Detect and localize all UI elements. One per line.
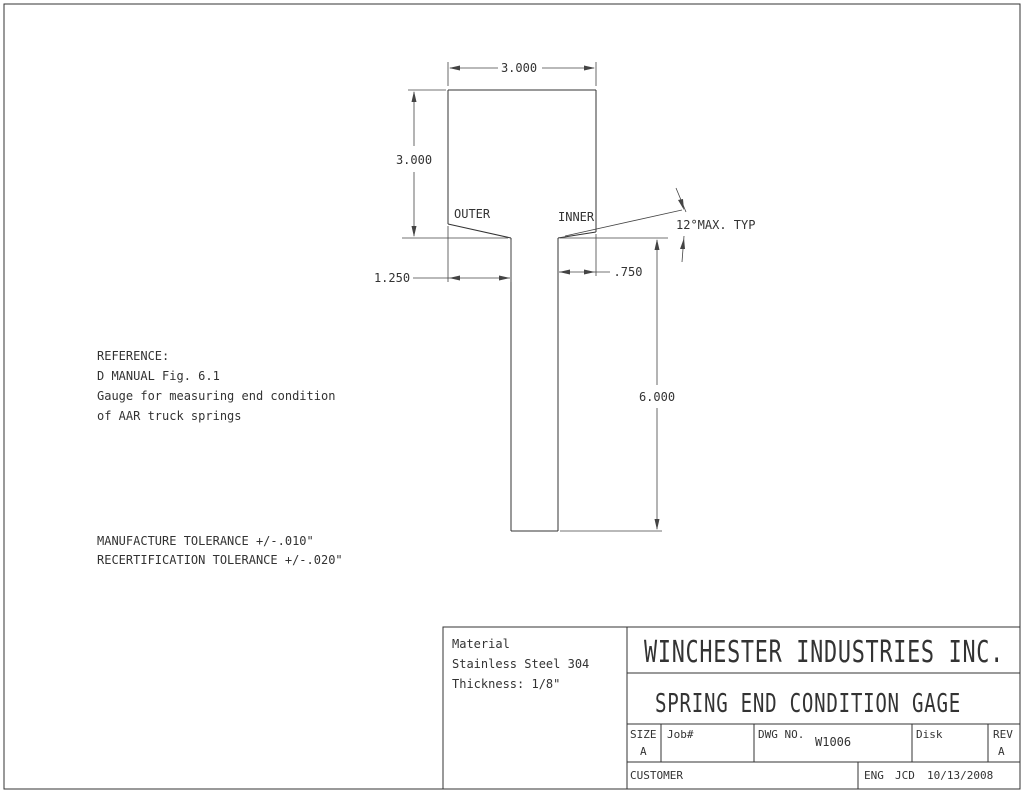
gage-outline [447, 89, 597, 532]
title-block: Material Stainless Steel 304 Thickness: … [442, 626, 1021, 790]
dimension-head-height: 3.000 [396, 89, 508, 239]
company-name: WINCHESTER INDUSTRIES INC. [644, 635, 1004, 670]
thickness-value: Thickness: 1/8" [452, 677, 560, 691]
eng-label: ENG [864, 769, 884, 782]
customer-label: CUSTOMER [630, 769, 683, 782]
rev-label: REV [993, 728, 1013, 741]
dim-label-inner-step: .750 [614, 265, 643, 279]
dwg-no-label: DWG NO. [758, 728, 804, 741]
label-inner: INNER [558, 210, 595, 224]
reference-line: Gauge for measuring end condition [97, 389, 335, 403]
dim-label-outer-step: 1.250 [374, 271, 410, 285]
drawing-title: SPRING END CONDITION GAGE [655, 689, 961, 719]
drawing-date: 10/13/2008 [927, 769, 993, 782]
dim-label-top-width: 3.000 [501, 61, 537, 75]
reference-line: of AAR truck springs [97, 409, 242, 423]
reference-note: REFERENCE: D MANUAL Fig. 6.1 Gauge for m… [97, 349, 335, 423]
rev-value: A [998, 745, 1005, 758]
reference-line: D MANUAL Fig. 6.1 [97, 369, 220, 383]
dimension-top-width: 3.000 [447, 61, 597, 86]
dim-label-head-height: 3.000 [396, 153, 432, 167]
eng-initials: JCD [895, 769, 915, 782]
material-value: Stainless Steel 304 [452, 657, 589, 671]
disk-label: Disk [916, 728, 943, 741]
reference-line: REFERENCE: [97, 349, 169, 363]
tolerance-line: MANUFACTURE TOLERANCE +/-.010" [97, 534, 314, 548]
job-label: Job# [667, 728, 694, 741]
size-value: A [640, 745, 647, 758]
dimension-inner-step: .750 [559, 234, 642, 279]
dimension-outer-step: 1.250 [374, 226, 512, 285]
tolerance-note: MANUFACTURE TOLERANCE +/-.010" RECERTIFI… [97, 534, 343, 567]
material-label: Material [452, 637, 510, 651]
label-outer: OUTER [454, 207, 491, 221]
dim-label-stem-length: 6.000 [639, 390, 675, 404]
dim-label-angle: 12°MAX. TYP [676, 218, 755, 232]
size-label: SIZE [630, 728, 657, 741]
dwg-no-value: W1006 [815, 735, 851, 749]
dimension-angle: 12°MAX. TYP [564, 187, 755, 263]
tolerance-line: RECERTIFICATION TOLERANCE +/-.020" [97, 553, 343, 567]
dimension-stem-length: 6.000 [560, 237, 675, 532]
